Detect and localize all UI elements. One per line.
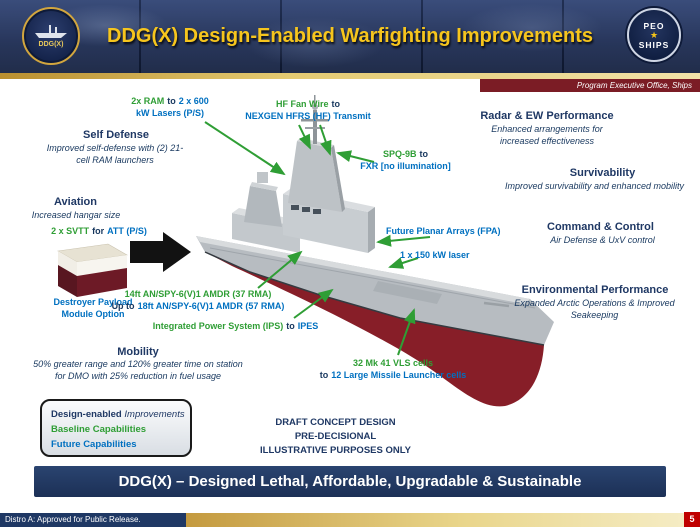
black-arrow	[130, 232, 191, 272]
callout-hf-fanwire: HF Fan Wire to NEXGEN HFRS (HF) Transmit	[238, 99, 378, 122]
svtt-for: for	[92, 226, 105, 236]
spq-to: to	[419, 149, 429, 159]
legend-box: Design-enabled Improvements Baseline Cap…	[40, 399, 192, 457]
ram-future-2: kW Lasers (P/S)	[135, 107, 205, 118]
hf-future: NEXGEN HFRS (HF) Transmit	[245, 110, 371, 121]
ips-to: to	[286, 321, 295, 331]
peo-ships-seal: PEO ★ SHIPS	[627, 8, 681, 62]
footer-gold-bar	[186, 513, 684, 527]
label-command-control-title: Command & Control	[547, 221, 654, 233]
ddgx-seal: DDG(X)	[22, 7, 80, 65]
spy-upto: Up to	[111, 300, 135, 311]
label-aviation-desc: Increased hangar size	[31, 210, 121, 220]
legend-design-bold: Design-enabled	[51, 409, 122, 420]
distro-statement: Distro A: Approved for Public Release.	[0, 513, 186, 527]
ddgx-seal-label: DDG(X)	[38, 41, 64, 48]
label-mobility-desc: 50% greater range and 120% greater time …	[33, 359, 243, 381]
draft-line3: ILLUSTRATIVE PURPOSES ONLY	[260, 444, 411, 456]
callout-vls: 32 Mk 41 VLS cells to 12 Large Missile L…	[318, 358, 468, 381]
peo-seal-bottom-text: SHIPS	[638, 39, 670, 50]
ram-future-1: 2 x 600	[178, 96, 209, 106]
label-radar-ew-desc: Enhanced arrangements for increased effe…	[491, 124, 603, 146]
spy-future: 18ft AN/SPY-6(V)1 AMDR (57 RMA)	[137, 300, 285, 311]
callout-ram-lasers: 2x RAM to 2 x 600 kW Lasers (P/S)	[100, 96, 240, 119]
label-destroyer-payload-module: Destroyer Payload Module Option	[36, 297, 150, 320]
spq-current: SPQ-9B	[382, 149, 417, 159]
callout-spq9b: SPQ-9B to FXR [no illumination]	[348, 149, 463, 172]
label-environmental-desc: Expanded Arctic Operations & Improved Se…	[514, 298, 675, 320]
label-command-control-desc: Air Defense & UxV control	[550, 235, 655, 245]
ips-current: Integrated Power System (IPS)	[152, 321, 284, 331]
ship-superstructure	[232, 95, 510, 313]
footer-banner: DDG(X) – Designed Lethal, Affordable, Up…	[34, 466, 666, 497]
laser-text: 1 x 150 kW laser	[400, 250, 470, 260]
vls-to: to	[319, 369, 329, 380]
ship-silhouette-icon	[35, 25, 67, 38]
label-environmental-title: Environmental Performance	[521, 284, 669, 296]
page-title: DDG(X) Design-Enabled Warfighting Improv…	[107, 25, 593, 47]
label-radar-ew-title: Radar & EW Performance	[480, 110, 614, 122]
gold-divider-strip	[0, 73, 700, 79]
vls-future: 12 Large Missile Launcher cells	[331, 369, 467, 380]
page-number: 5	[684, 512, 700, 527]
callout-svtt: 2 x SVTT for ATT (P/S)	[34, 226, 164, 238]
label-aviation-title: Aviation	[54, 196, 97, 208]
label-self-defense-desc: Improved self-defense with (2) 21-cell R…	[46, 143, 184, 165]
svtt-future: ATT (P/S)	[107, 226, 147, 236]
label-mobility-title: Mobility	[117, 346, 159, 358]
label-survivability-desc: Improved survivability and enhanced mobi…	[504, 181, 685, 191]
label-survivability-title: Survivability	[569, 167, 636, 179]
legend-future: Future Capabilities	[51, 439, 137, 450]
callout-150kw-laser: 1 x 150 kW laser	[400, 250, 510, 262]
payload-line2: Module Option	[61, 308, 125, 319]
callout-fpa: Future Planar Arrays (FPA)	[386, 226, 516, 238]
callout-spy6-radar: 14ft AN/SPY-6(V)1 AMDR (37 RMA) Up to 18…	[98, 289, 298, 312]
star-icon: ★	[649, 29, 659, 40]
svtt-current: 2 x SVTT	[51, 226, 90, 236]
draft-disclaimer: DRAFT CONCEPT DESIGN PRE-DECISIONAL ILLU…	[253, 416, 418, 457]
legend-design-italic: Improvements	[124, 409, 185, 420]
legend-design-enabled: Design-enabled Improvements	[51, 407, 185, 422]
hf-current: HF Fan Wire	[276, 99, 329, 109]
payload-line1: Destroyer Payload	[53, 297, 133, 307]
program-office-label: Program Executive Office, Ships	[480, 79, 700, 92]
fpa-text: Future Planar Arrays (FPA)	[386, 226, 501, 236]
slide-header: DDG(X) Design-Enabled Warfighting Improv…	[0, 0, 700, 73]
legend-baseline: Baseline Capabilities	[51, 424, 147, 435]
label-self-defense-title: Self Defense	[82, 129, 150, 141]
peo-seal-top-text: PEO	[643, 20, 665, 31]
ips-future: IPES	[297, 321, 319, 331]
draft-line2: PRE-DECISIONAL	[294, 430, 377, 442]
draft-line1: DRAFT CONCEPT DESIGN	[275, 417, 396, 428]
ships-montage-background	[0, 0, 700, 73]
hf-to: to	[331, 99, 340, 109]
callout-ips: Integrated Power System (IPS) to IPES	[133, 321, 338, 333]
spq-future: FXR [no illumination]	[360, 160, 451, 171]
spy-current: 14ft AN/SPY-6(V)1 AMDR (37 RMA)	[124, 289, 272, 299]
vls-current: 32 Mk 41 VLS cells	[352, 358, 434, 368]
ram-current: 2x RAM	[131, 96, 165, 106]
ram-to: to	[167, 96, 176, 106]
